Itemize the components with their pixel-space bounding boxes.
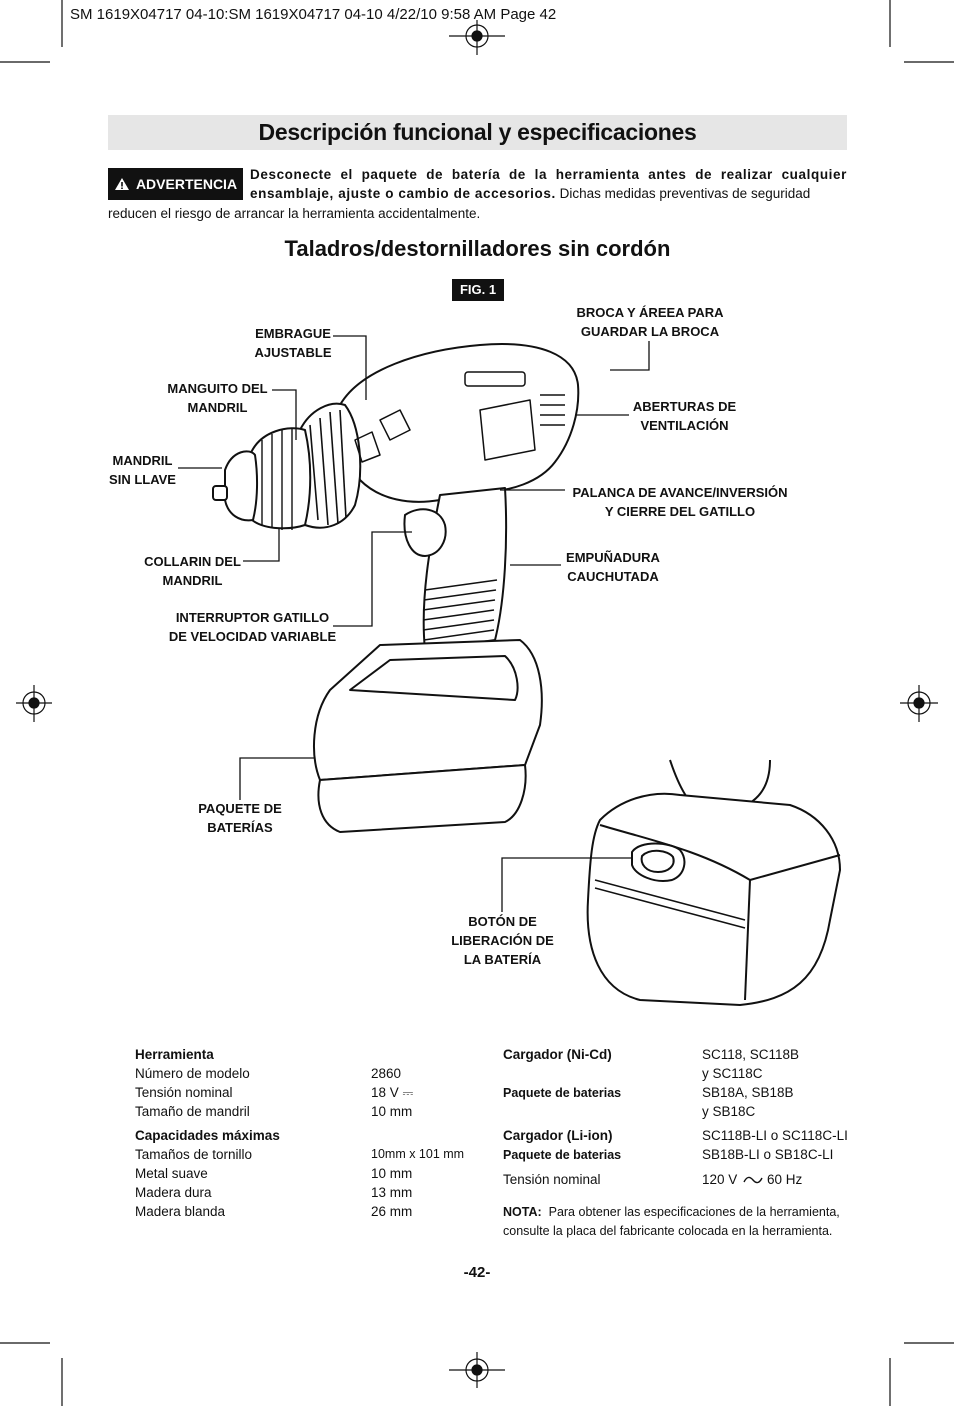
chuck-nose bbox=[224, 450, 259, 522]
label-keyless-chuck: MANDRIL SIN LLAVE bbox=[109, 453, 176, 487]
label-vent-openings: ABERTURAS DE VENTILACIÓN bbox=[632, 399, 737, 433]
figure-tag: FIG. 1 bbox=[452, 279, 504, 301]
label-adjustable-clutch: EMBRAGUE AJUSTABLE bbox=[254, 326, 332, 360]
label-trigger-switch: INTERRUPTOR GATILLO DE VELOCIDAD VARIABL… bbox=[168, 610, 337, 644]
trigger bbox=[403, 508, 447, 557]
label-chuck-collar: COLLARIN DEL MANDRIL bbox=[144, 554, 241, 588]
label-bit-storage: BROCA Y ÁREEA PARA GUARDAR LA BROCA bbox=[576, 305, 724, 339]
section-title-bar: Descripción funcional y especificaciones bbox=[108, 115, 847, 150]
battery-detail bbox=[586, 759, 841, 1006]
warning-text-line1: Dichas medidas preventivas de seguridad bbox=[559, 186, 811, 201]
specs-heading-capacities: Capacidades máximas bbox=[135, 1128, 280, 1143]
warning-badge: ADVERTENCIA bbox=[108, 168, 243, 200]
registration-mark-bottom bbox=[449, 1352, 505, 1388]
label-battery-pack: PAQUETE DE BATERÍAS bbox=[198, 801, 282, 835]
subsection-title: Taladros/destornilladores sin cordón bbox=[284, 236, 671, 261]
specs-heading-tool: Herramienta bbox=[135, 1047, 214, 1062]
registration-mark-left bbox=[16, 685, 52, 722]
leader-lines bbox=[178, 335, 650, 912]
motor-housing bbox=[339, 343, 580, 503]
label-reversing-lever: PALANCA DE AVANCE/INVERSIÓN Y CIERRE DEL… bbox=[572, 485, 788, 519]
label-chuck-sleeve: MANGUITO DEL MANDRIL bbox=[167, 381, 268, 415]
warning-badge-label: ADVERTENCIA bbox=[135, 176, 238, 192]
warning-bold-text: Desconecte el paquete de batería de la h… bbox=[250, 167, 847, 201]
print-slug: SM 1619X04717 04-10:SM 1619X04717 04-10 … bbox=[70, 6, 557, 23]
spec-row-charger-nicd: Cargador (Ni-Cd) SC118, SC118B bbox=[503, 1047, 800, 1062]
spec-row-battery-liion: Paquete de baterias SB18B-LI o SB18C-LI bbox=[503, 1147, 834, 1162]
specs-right-column: Cargador (Ni-Cd) SC118, SC118B y SC118C … bbox=[503, 1045, 848, 1241]
warning-triangle-icon bbox=[114, 178, 129, 190]
ac-symbol-icon bbox=[743, 1176, 763, 1184]
label-rubber-grip: EMPUÑADURA CAUCHUTADA bbox=[566, 550, 660, 584]
warning-text-line2: reducen el riesgo de arrancar la herrami… bbox=[108, 206, 481, 221]
section-title: Descripción funcional y especificaciones bbox=[258, 119, 697, 145]
spec-note: NOTA: Para obtener las especificaciones … bbox=[503, 1205, 840, 1238]
page-number: -42- bbox=[463, 1264, 491, 1281]
registration-mark-right bbox=[900, 685, 938, 722]
label-battery-release: BOTÓN DE LIBERACIÓN DE LA BATERÍA bbox=[451, 914, 554, 967]
warning-text: Desconecte el paquete de batería de la h… bbox=[250, 165, 847, 203]
release-button bbox=[631, 842, 686, 882]
battery-pack bbox=[313, 639, 543, 781]
spec-row-battery-nicd: Paquete de baterias SB18A, SB18B bbox=[503, 1085, 794, 1100]
spec-row-voltage: Tensión nominal 120 V 60 Hz bbox=[503, 1172, 803, 1187]
spec-row-charger-liion: Cargador (Li-ion) SC118B-LI o SC118C-LI bbox=[503, 1128, 848, 1143]
registration-mark-top bbox=[449, 20, 505, 55]
